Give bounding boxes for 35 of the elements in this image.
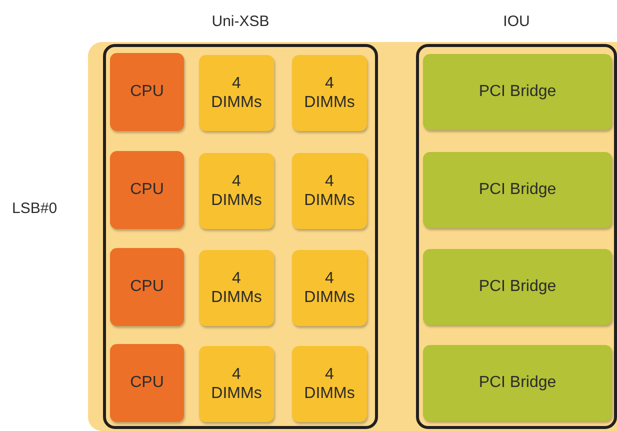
box-label: CPU	[130, 277, 164, 297]
box-label: CPU	[130, 82, 164, 102]
group-title: IOU	[502, 13, 531, 30]
bridge-box	[423, 249, 612, 325]
box-label: PCI Bridge	[478, 277, 556, 297]
memory-box	[292, 250, 367, 326]
box-label: 4 DIMMs	[211, 74, 262, 112]
box-label: CPU	[130, 373, 164, 393]
memory-box	[199, 55, 274, 131]
box-label: 4 DIMMs	[304, 268, 355, 308]
side-label: LSB#0	[12, 200, 58, 217]
memory-box	[199, 346, 274, 422]
box-label: PCI Bridge	[478, 82, 556, 102]
box-label: 4 DIMMs	[304, 74, 355, 112]
box-label: 4 DIMMs	[211, 268, 262, 308]
box-label: CPU	[130, 180, 164, 200]
memory-box	[199, 153, 274, 229]
memory-box	[199, 250, 274, 326]
bridge-box	[423, 345, 612, 421]
box-label: 4 DIMMs	[211, 364, 262, 404]
memory-box	[292, 346, 367, 422]
cpu-box	[110, 151, 184, 229]
group-title: Uni-XSB	[210, 13, 270, 30]
box-label: 4 DIMMs	[211, 172, 262, 210]
cpu-box	[110, 344, 184, 422]
memory-box	[292, 153, 367, 229]
cpu-box	[110, 53, 184, 131]
box-label: 4 DIMMs	[304, 172, 355, 210]
bridge-box	[423, 152, 612, 228]
bridge-box	[423, 54, 612, 130]
box-label: PCI Bridge	[478, 373, 556, 393]
box-label: 4 DIMMs	[304, 364, 355, 404]
box-label: PCI Bridge	[478, 180, 556, 200]
memory-box	[292, 55, 367, 131]
cpu-box	[110, 248, 184, 326]
